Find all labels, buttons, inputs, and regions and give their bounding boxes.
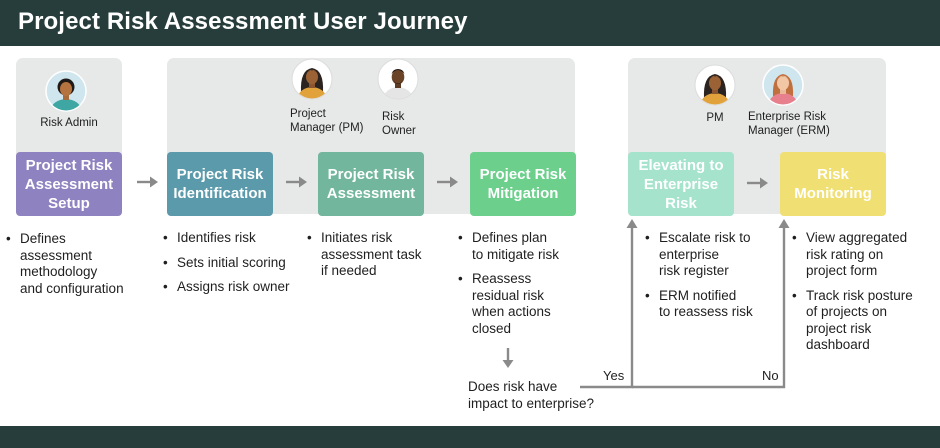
list-item: Initiates risk assessment task if needed <box>307 230 457 280</box>
page-title: Project Risk Assessment User Journey <box>18 8 468 35</box>
decision-no-label: No <box>762 368 779 383</box>
list-item: Track risk posture of projects on projec… <box>792 288 937 354</box>
erm-avatar-icon <box>762 64 804 106</box>
list-item: Identifies risk <box>163 230 313 247</box>
list-item: Assigns risk owner <box>163 279 313 296</box>
list-item: Reassess residual risk when actions clos… <box>458 271 598 337</box>
project-manager-avatar-icon <box>291 58 333 100</box>
decision-yes-label: Yes <box>603 368 625 383</box>
list-item: Defines plan to mitigate risk <box>458 230 598 263</box>
right-arrow-icon <box>285 175 309 189</box>
header-bar: Project Risk Assessment User Journey <box>0 0 940 46</box>
role-project-manager: Project Manager (PM) <box>290 108 364 134</box>
bullets-mitigation: Defines plan to mitigate risk Reassess r… <box>458 230 598 345</box>
bullets-elevating: Escalate risk to enterprise risk registe… <box>645 230 780 329</box>
step-identification: Project Risk Identification <box>167 152 273 216</box>
risk-owner-avatar-icon <box>377 58 419 100</box>
list-item: View aggregated risk rating on project f… <box>792 230 937 280</box>
bullets-setup: Defines assessment methodology and confi… <box>6 231 156 305</box>
role-pm: PM <box>706 112 724 124</box>
list-item: Sets initial scoring <box>163 255 313 272</box>
decision-question: Does risk have impact to enterprise? <box>468 379 595 411</box>
list-item: ERM notified to reassess risk <box>645 288 780 321</box>
right-arrow-icon <box>746 176 770 190</box>
step-mitigation: Project Risk Mitigation <box>470 152 576 216</box>
risk-admin-avatar-icon <box>45 70 87 112</box>
step-setup: Project Risk Assessment Setup <box>16 152 122 216</box>
step-assessment: Project Risk Assessment <box>318 152 424 216</box>
list-item: Defines assessment methodology and confi… <box>6 231 156 297</box>
bullets-monitoring: View aggregated risk rating on project f… <box>792 230 937 362</box>
step-monitoring: Risk Monitoring <box>780 152 886 216</box>
list-item: Escalate risk to enterprise risk registe… <box>645 230 780 280</box>
bullets-assessment: Initiates risk assessment task if needed <box>307 230 457 288</box>
role-risk-admin: Risk Admin <box>40 117 98 129</box>
role-erm: Enterprise Risk Manager (ERM) <box>748 111 830 137</box>
footer-bar <box>0 426 940 448</box>
right-arrow-icon <box>436 175 460 189</box>
step-elevating: Elevating to Enterprise Risk <box>628 152 734 216</box>
bullets-identification: Identifies risk Sets initial scoring Ass… <box>163 230 313 304</box>
pm-avatar-icon <box>694 64 736 106</box>
right-arrow-icon <box>136 175 160 189</box>
role-risk-owner: Risk Owner <box>382 111 416 137</box>
